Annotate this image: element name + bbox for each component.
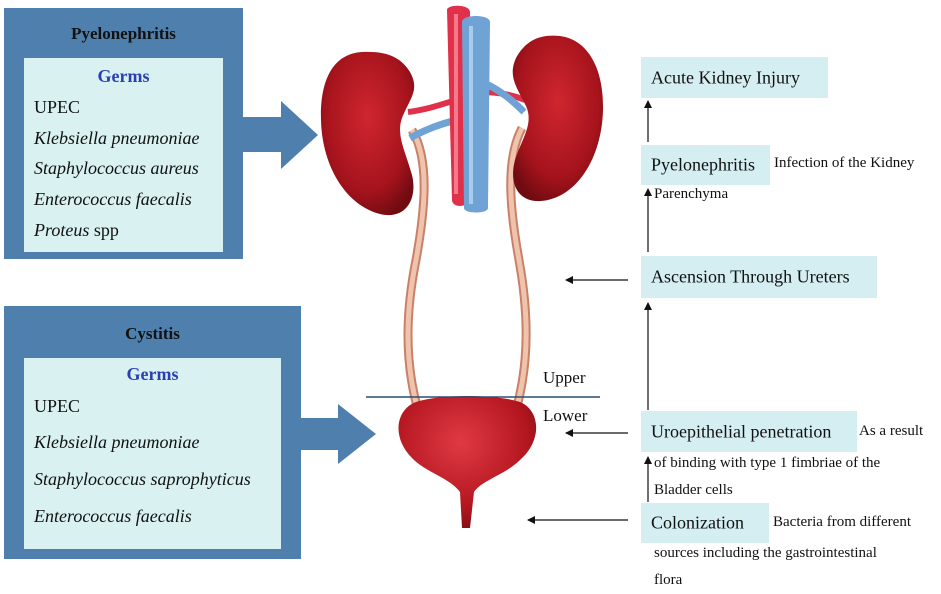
uroepithelial-step-note-line2: of binding with type 1 fimbriae of the — [654, 455, 881, 471]
cystitis-germs-box: Germs UPEC Klebsiella pneumoniae Staphyl… — [24, 358, 281, 549]
colonization-step-box: Colonization — [641, 503, 769, 543]
colonization-step-note-line3: flora — [654, 572, 683, 588]
left-kidney — [320, 51, 415, 216]
colonization-step-note-line1: Bacteria from different — [773, 514, 911, 530]
ascension-step-box: Ascension Through Ureters — [641, 256, 877, 298]
pyelonephritis-germ-proteus: Proteus spp — [34, 220, 119, 240]
left-renal-artery — [407, 97, 457, 115]
right-ureter-highlight — [508, 126, 529, 411]
uroepithelial-step-note-line3: Bladder cells — [654, 482, 733, 498]
pyelonephritis-germ-klebsiella: Klebsiella pneumoniae — [34, 128, 200, 148]
acute-kidney-injury-box: Acute Kidney Injury — [641, 57, 828, 98]
uroepithelial-step-note-line1: As a result — [859, 423, 924, 439]
left-ureter-highlight — [405, 128, 427, 411]
uroepithelial-step-note-rest: of binding with type 1 fimbriae of the B… — [654, 450, 880, 504]
cystitis-germ-enterococcus: Enterococcus faecalis — [34, 506, 192, 526]
cystitis-panel: Cystitis Germs UPEC Klebsiella pneumonia… — [4, 306, 301, 559]
cystitis-block-arrow — [301, 404, 376, 464]
pyelonephritis-germs-heading: Germs — [97, 66, 150, 86]
pyelonephritis-step-box: Pyelonephritis — [641, 145, 770, 185]
pyelonephritis-step-note-line2: Parenchyma — [654, 186, 729, 202]
cystitis-germ-upec: UPEC — [34, 396, 81, 416]
cystitis-panel-title: Cystitis — [125, 324, 180, 343]
pyelonephritis-germ-enterococcus: Enterococcus faecalis — [34, 189, 192, 209]
colonization-step-note-rest: sources including the gastrointestinal f… — [654, 540, 877, 594]
upper-label: Upper — [543, 368, 586, 387]
pyelonephritis-panel-title: Pyelonephritis — [71, 24, 176, 43]
uroepithelial-step-box: Uroepithelial penetration — [641, 411, 857, 452]
vena-cava — [462, 16, 490, 213]
cystitis-germ-klebsiella: Klebsiella pneumoniae — [34, 432, 200, 452]
lower-label: Lower — [543, 406, 588, 425]
cystitis-germ-staph-saprophyticus: Staphylococcus saprophyticus — [34, 469, 251, 489]
right-kidney — [512, 35, 604, 202]
pyelonephritis-germ-upec: UPEC — [34, 97, 81, 117]
pyelonephritis-block-arrow — [243, 101, 318, 169]
pyelonephritis-step-note-line1: Infection of the Kidney — [774, 155, 915, 171]
pyelonephritis-panel: Pyelonephritis Germs UPEC Klebsiella pne… — [4, 8, 243, 259]
aorta-highlight — [454, 14, 458, 194]
bladder — [398, 396, 537, 528]
vena-cava-highlight — [469, 26, 473, 204]
cystitis-germs-heading: Germs — [126, 364, 179, 384]
colonization-step-note-line2: sources including the gastrointestinal — [654, 545, 877, 561]
pyelonephritis-germ-staph-aureus: Staphylococcus aureus — [34, 158, 199, 178]
pyelonephritis-germs-box: Germs UPEC Klebsiella pneumoniae Staphyl… — [24, 58, 223, 252]
